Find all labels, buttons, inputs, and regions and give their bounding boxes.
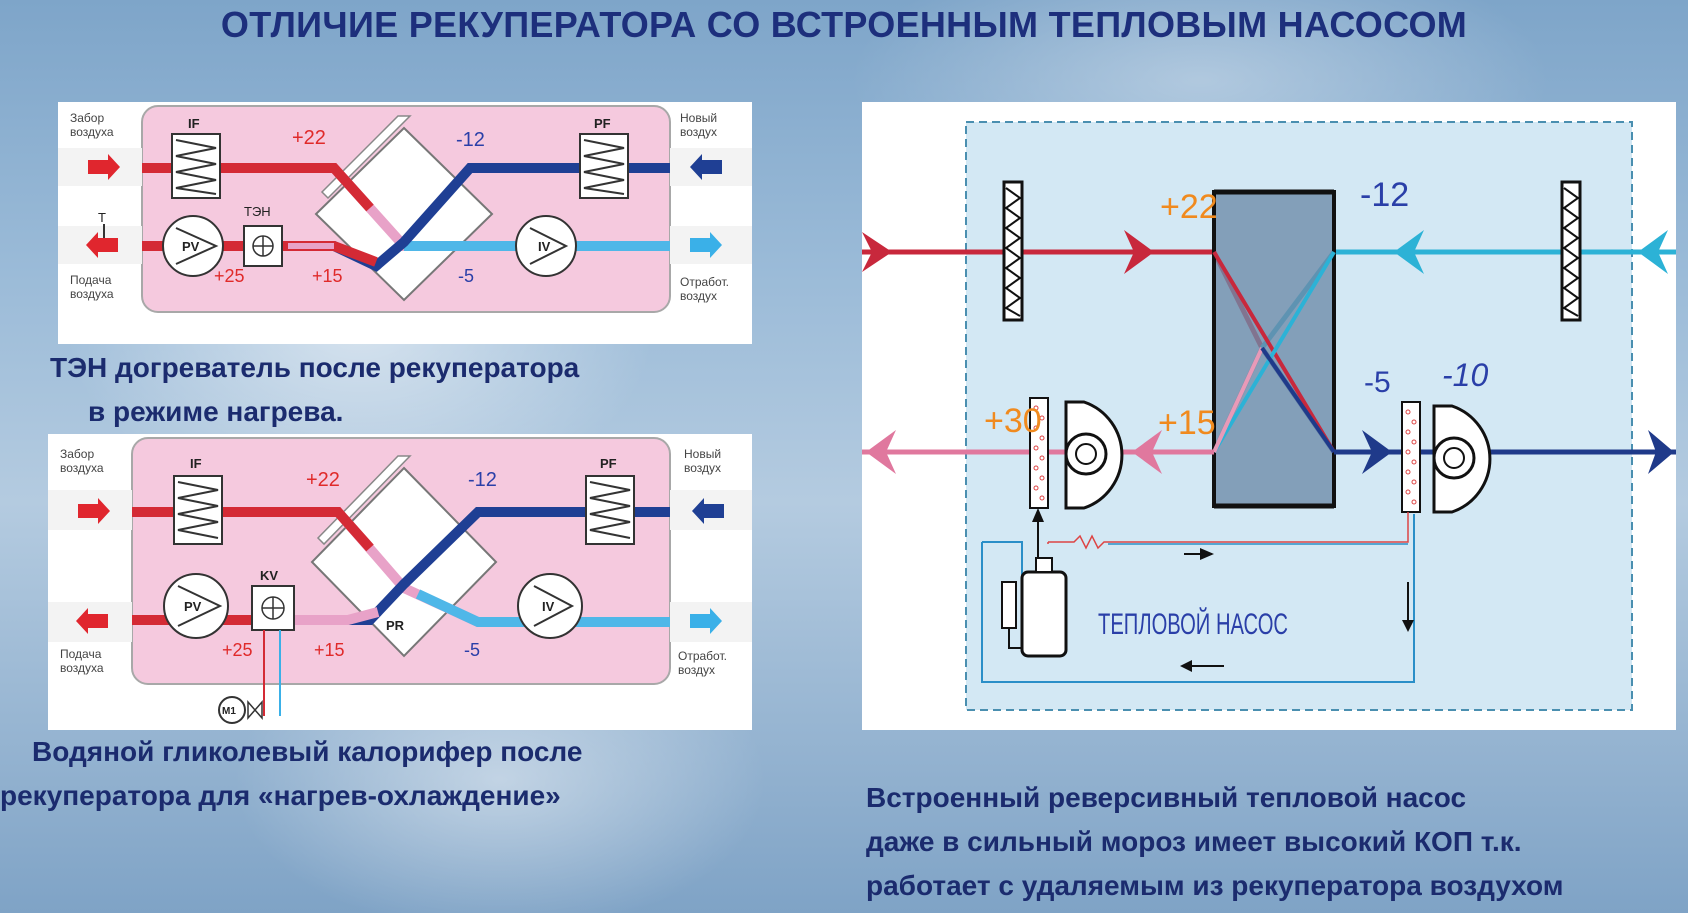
arrow-icon <box>1132 430 1162 474</box>
fan-exhaust-icon <box>517 573 583 639</box>
fan-supply-label: PV <box>184 599 202 614</box>
exhaust-arrow-icon <box>690 608 722 634</box>
filter-out-label: PF <box>600 456 617 471</box>
svg-text:воздуха: воздуха <box>70 125 114 139</box>
valve-motor-label: M1 <box>222 706 236 717</box>
caption-glycol-heater: Водяной гликолевый калорифер после рекуп… <box>0 736 583 811</box>
arrow-icon <box>1362 430 1392 474</box>
caption-heat-pump: Встроенный реверсивный тепловой насос да… <box>866 782 1564 901</box>
valve-icon <box>218 696 263 724</box>
temp-label: -5 <box>458 266 474 286</box>
arrow-icon <box>862 232 892 272</box>
arrow-icon <box>1648 430 1674 474</box>
arrow-icon <box>1124 230 1154 274</box>
temp-label: -12 <box>468 469 497 491</box>
supply-label: Подача <box>60 647 102 661</box>
exhaust-label: Отработ. <box>680 275 729 289</box>
recuperator-label: PR <box>386 618 405 633</box>
coil-label: KV <box>260 568 278 583</box>
filter-in-label: IF <box>190 456 202 471</box>
fan-supply-icon <box>162 215 224 277</box>
temp-label: +25 <box>222 640 253 660</box>
supply-arrow-icon <box>76 608 108 634</box>
temp-label: +25 <box>214 266 245 286</box>
temp-label: +15 <box>314 640 345 660</box>
temp-label: +22 <box>1160 188 1218 226</box>
evaporator-coil-icon <box>1401 401 1421 513</box>
supply-label: Подача <box>70 273 112 287</box>
fresh-arrow-icon <box>690 154 722 180</box>
filter-in-icon <box>173 475 223 545</box>
arrow-icon <box>1402 620 1414 632</box>
supply-fan-icon <box>1064 400 1124 510</box>
temp-label: +15 <box>1158 404 1216 442</box>
diagram-electric-heater: Забор воздуха Новый воздух Подача воздух… <box>58 102 752 344</box>
refrigerant-hot-line <box>1048 512 1409 550</box>
heat-pump-label: ТЕПЛОВОЙ НАСОС <box>1098 607 1288 641</box>
filter-out-icon <box>579 133 629 199</box>
svg-text:воздуха: воздуха <box>60 661 104 675</box>
refrigerant-cold-line <box>981 514 1415 683</box>
svg-text:воздух: воздух <box>684 461 721 475</box>
temp-label: +15 <box>312 266 343 286</box>
water-coil-icon <box>251 585 295 631</box>
filter-right-icon <box>1560 180 1582 322</box>
exhaust-path <box>415 589 670 627</box>
condenser-coil-icon <box>1029 397 1049 509</box>
fan-exhaust-label: IV <box>542 599 555 614</box>
arrow-icon <box>1032 508 1044 522</box>
diagram-glycol-heater: Забор воздуха Новый воздух Подача воздух… <box>48 434 752 730</box>
arrow-icon <box>1180 660 1192 672</box>
fan-supply-icon <box>163 573 229 639</box>
filter-in-label: IF <box>188 116 200 131</box>
intake-arrow-icon <box>78 498 110 524</box>
temp-label: +22 <box>292 127 326 149</box>
electric-heater-icon <box>243 225 283 267</box>
temp-label: +30 <box>984 402 1042 440</box>
exhaust-arrow-icon <box>690 232 722 258</box>
temp-label: +22 <box>306 469 340 491</box>
page-title: ОТЛИЧИЕ РЕКУПЕРАТОРА СО ВСТРОЕННЫМ ТЕПЛО… <box>220 4 1468 45</box>
svg-text:воздуха: воздуха <box>60 461 104 475</box>
fan-exhaust-icon <box>515 215 577 277</box>
diagram-heat-pump: +22 -12 +30 +15 -5 -10 ТЕПЛОВОЙ НАСОС <box>862 102 1676 730</box>
arrow-icon <box>866 430 896 474</box>
intake-label: Забор <box>70 111 104 125</box>
intake-label: Забор <box>60 447 94 461</box>
temp-label: -12 <box>1360 176 1409 214</box>
filter-out-label: PF <box>594 116 611 131</box>
temp-label: -5 <box>1364 366 1391 399</box>
svg-text:воздух: воздух <box>678 663 715 677</box>
temp-label: -10 <box>1442 357 1488 393</box>
svg-text:воздух: воздух <box>680 289 717 303</box>
compressor-icon <box>1001 557 1068 658</box>
sensor-label: T <box>98 210 106 225</box>
svg-text:воздух: воздух <box>680 125 717 139</box>
intake-arrow-icon <box>88 154 120 180</box>
filter-in-icon <box>171 133 221 199</box>
exhaust-label: Отработ. <box>678 649 727 663</box>
svg-text:воздуха: воздуха <box>70 287 114 301</box>
fan-supply-label: PV <box>182 239 200 254</box>
temp-label: -5 <box>464 640 480 660</box>
temp-label: -12 <box>456 129 485 151</box>
exhaust-fan-icon <box>1432 404 1492 514</box>
heater-label: ТЭН <box>244 204 271 219</box>
fresh-label: Новый <box>680 111 717 125</box>
fresh-label: Новый <box>684 447 721 461</box>
supply-arrow-icon <box>86 232 118 258</box>
fan-exhaust-label: IV <box>538 239 551 254</box>
filter-left-icon <box>1002 180 1024 322</box>
caption-electric-heater: ТЭН догреватель после рекуператора в реж… <box>50 352 580 427</box>
fresh-arrow-icon <box>692 498 724 524</box>
arrow-icon <box>1394 230 1424 274</box>
filter-out-icon <box>585 475 635 545</box>
arrow-icon <box>1638 230 1668 274</box>
